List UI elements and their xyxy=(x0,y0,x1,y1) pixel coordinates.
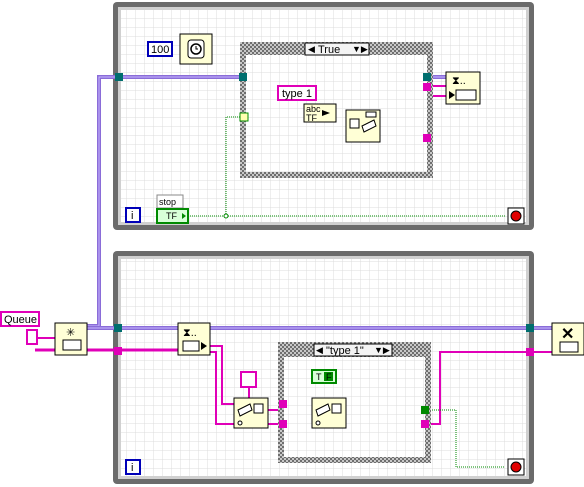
stop-control[interactable]: stop TF xyxy=(156,194,189,224)
svg-text:Queue: Queue xyxy=(4,314,37,326)
tunnel-bool-bottom-case-right xyxy=(421,406,429,414)
svg-text:▼▶: ▼▶ xyxy=(352,44,368,54)
enqueue-element-node[interactable]: ⧗.. xyxy=(445,71,481,105)
wait-ms-node[interactable] xyxy=(179,33,213,65)
tunnel-error-top-case2 xyxy=(423,134,431,142)
bool-wire-bottom xyxy=(344,409,505,468)
svg-text:◀: ◀ xyxy=(308,44,315,54)
variant-type-constant[interactable] xyxy=(240,371,257,388)
loop-condition-bottom[interactable] xyxy=(507,458,525,476)
bool-junction xyxy=(223,213,229,219)
svg-text:⧗..: ⧗.. xyxy=(183,327,197,339)
sparkle-icon: ✳ xyxy=(66,327,75,339)
variant-to-data-node-2[interactable] xyxy=(311,397,347,429)
tunnel-queue-top-left xyxy=(115,73,123,81)
tunnel-bool-top-case xyxy=(239,112,249,122)
case-selector-top[interactable]: True xyxy=(318,44,340,56)
timeout-constant[interactable]: 100 xyxy=(147,41,173,57)
svg-text:type 1: type 1 xyxy=(282,88,312,100)
tunnel-queue-top-case xyxy=(239,73,247,81)
tunnel-queue-top-case-right xyxy=(423,73,431,81)
svg-text:abc: abc xyxy=(306,104,321,114)
svg-text:◀: ◀ xyxy=(316,345,323,355)
loop-condition-top[interactable] xyxy=(507,207,525,225)
bundle-node[interactable]: abc TF xyxy=(303,103,337,123)
svg-text:▼▶: ▼▶ xyxy=(374,345,390,355)
close-icon: ✕ xyxy=(561,326,574,343)
bool-false-constant[interactable]: T F xyxy=(311,369,337,384)
bottom-case-structure[interactable]: ◀ "type 1" ▼▶ xyxy=(278,342,431,463)
tunnel-queue-bottom-right xyxy=(526,324,534,332)
svg-text:F: F xyxy=(326,372,332,382)
to-variant-node[interactable] xyxy=(345,109,381,143)
stop-value: TF xyxy=(166,211,177,221)
tunnels xyxy=(114,73,534,428)
type-string-constant[interactable]: type 1 xyxy=(277,85,317,101)
iteration-terminal-top: i xyxy=(125,207,141,223)
dequeue-element-node[interactable]: ⧗.. xyxy=(177,322,211,356)
stop-icon xyxy=(510,461,522,473)
tunnel-error-bottom-case-left2 xyxy=(279,400,287,408)
tunnel-error-bottom-left xyxy=(114,347,122,355)
release-queue-node[interactable]: ✕ xyxy=(551,322,584,356)
variant-to-data-node-1[interactable] xyxy=(233,397,269,429)
iteration-terminal-bottom: i xyxy=(125,459,141,475)
svg-text:T: T xyxy=(316,372,322,382)
stop-icon xyxy=(510,210,522,222)
svg-text:TF: TF xyxy=(306,113,317,123)
queue-control[interactable]: Queue xyxy=(0,311,40,345)
stop-label: stop xyxy=(159,197,176,207)
svg-text:i: i xyxy=(131,462,133,474)
svg-text:⧗..: ⧗.. xyxy=(452,75,466,87)
svg-text:i: i xyxy=(131,210,133,222)
tunnel-queue-bottom-left xyxy=(114,324,122,332)
tunnel-error-bottom-case-right xyxy=(421,420,429,428)
svg-text:100: 100 xyxy=(151,44,169,56)
obtain-queue-node[interactable]: ✳ xyxy=(54,322,88,356)
case-selector-bottom[interactable]: "type 1" xyxy=(326,345,364,357)
tunnel-error-top-case xyxy=(423,83,431,91)
tunnel-error-bottom-right xyxy=(526,348,534,356)
tunnel-error-bottom-case-left xyxy=(279,420,287,428)
